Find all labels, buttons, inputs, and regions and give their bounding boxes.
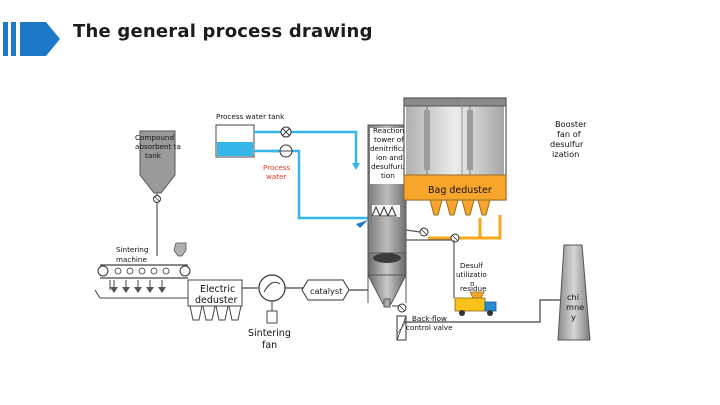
bag-deduster [403,97,507,216]
sintering-fan-icon [242,274,308,324]
process-water-label: Process water [263,163,293,181]
process-water-label-bg [256,160,296,182]
flow-arrow-icon [352,163,360,170]
desulf-utilization-label: Desulf utilizatio n [456,261,489,288]
bag-valve-icon [419,227,460,243]
title-chevron-icon [3,22,60,56]
sintering-fan-label: Sintering fan [248,328,294,351]
catalyst-label: catalyst [310,286,343,296]
electric-deduster [187,279,243,321]
water-pump-icon [279,144,293,158]
back-flow-valve-icon [392,303,407,341]
page-title: The general process drawing [73,21,373,42]
reaction-tower [367,124,407,254]
process-water-tank [215,124,255,158]
booster-fan-label: Booster fan of desulfur ization [550,119,589,159]
bag-deduster-label: Bag deduster [428,185,492,196]
residue-label: residue [460,284,487,293]
catalyst-box [301,279,368,301]
outlet-duct [404,299,560,323]
water-valve-icon [280,126,292,138]
compound-absorbent-tank-label: Compound absorbent ta tank [135,133,183,160]
reaction-tower-label: Reaction tower of denitrificat ion and d… [370,126,413,180]
recycle-line [405,229,421,233]
tower-hopper [367,252,407,308]
residue-truck-icon [454,297,497,316]
inlet-arrow-icon [356,220,368,228]
process-water-tank-label: Process water tank [216,112,285,121]
back-flow-valve-label: Back-flow control valve [406,314,453,332]
compound-absorbent-tank [139,130,176,256]
chimney [557,244,591,341]
title-bar: The general process drawing [0,0,720,70]
electric-deduster-label: Electric deduster [195,284,238,306]
chimney-label: chi mne y [566,292,587,322]
flue-gas-pipe [428,215,502,240]
sintering-machine-label: Sintering machine [116,245,151,264]
